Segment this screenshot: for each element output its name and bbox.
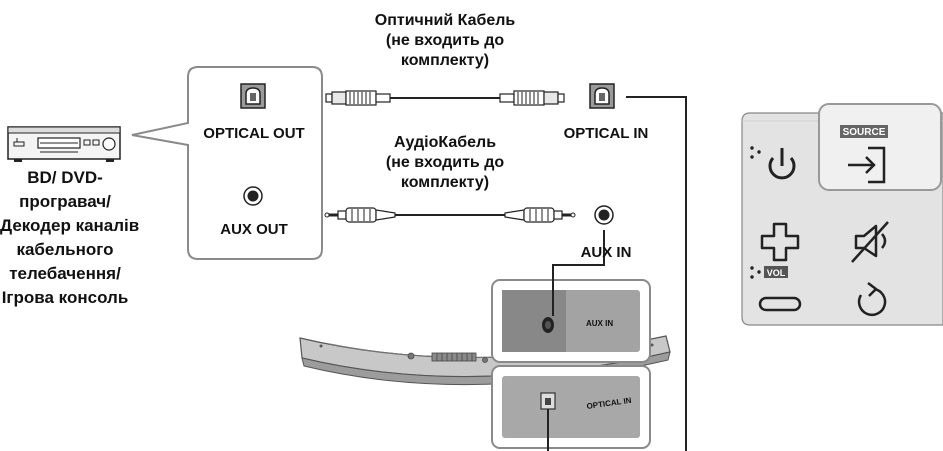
panel-aux-in-text: AUX IN — [586, 319, 613, 328]
optical-cable-title-line: комплекту) — [400, 52, 490, 69]
mute-icon[interactable] — [851, 221, 889, 263]
power-icon[interactable] — [750, 146, 796, 180]
bd-dvd-player-icon — [7, 126, 121, 162]
source-device-label-line: Декодер каналів — [0, 216, 140, 235]
source-device-label-line: BD/ DVD- — [27, 168, 103, 187]
source-button-label: SOURCE — [843, 127, 886, 138]
aux-in-jack-icon — [594, 205, 614, 225]
optical-cable-title: Оптичний Кабель (не входить до комплекту… — [330, 11, 560, 71]
optical-out-jack-icon — [240, 83, 266, 109]
volume-down-icon[interactable] — [758, 296, 802, 312]
audio-cable-title-line: (не входить до — [385, 154, 505, 171]
audio-cable-title-line: комплекту) — [400, 174, 490, 191]
source-button[interactable]: SOURCE — [840, 125, 888, 184]
aux-connection-line — [552, 230, 605, 316]
source-device-label: BD/ DVD- програвач/ Декодер каналів кабе… — [0, 166, 140, 310]
optical-out-label: OPTICAL OUT — [203, 125, 305, 142]
source-device-label-line: кабельного — [16, 240, 114, 259]
repeat-icon[interactable] — [857, 282, 887, 317]
soundbar-aux-in-panel — [491, 279, 651, 363]
vol-label: VOL — [767, 268, 786, 278]
source-icon — [848, 146, 886, 184]
optical-in-jack-icon — [589, 83, 615, 109]
optical-in-label: OPTICAL IN — [563, 125, 649, 142]
source-device-label-line: Ігрова консоль — [1, 288, 129, 307]
source-device-label-line: телебачення/ — [9, 264, 121, 283]
aux-out-label: AUX OUT — [220, 221, 288, 238]
audio-cable-title-line: АудіоКабель — [393, 134, 497, 151]
optical-connection-line — [626, 96, 687, 451]
vol-label-group: VOL — [750, 266, 788, 279]
optical-cable-icon — [325, 90, 565, 106]
source-device-label-line: програвач/ — [19, 192, 111, 211]
aux-in-label: AUX IN — [580, 244, 632, 261]
optical-cable-title-line: (не входить до — [385, 32, 505, 49]
audio-cable-title: АудіоКабель (не входить до комплекту) — [330, 133, 560, 193]
source-panel-callout — [131, 66, 323, 260]
optical-cable-title-line: Оптичний Кабель — [374, 12, 516, 29]
volume-up-icon[interactable] — [760, 222, 800, 262]
aux-out-jack-icon — [243, 186, 263, 206]
soundbar-optical-in-panel — [491, 365, 651, 449]
audio-cable-icon — [324, 207, 576, 223]
